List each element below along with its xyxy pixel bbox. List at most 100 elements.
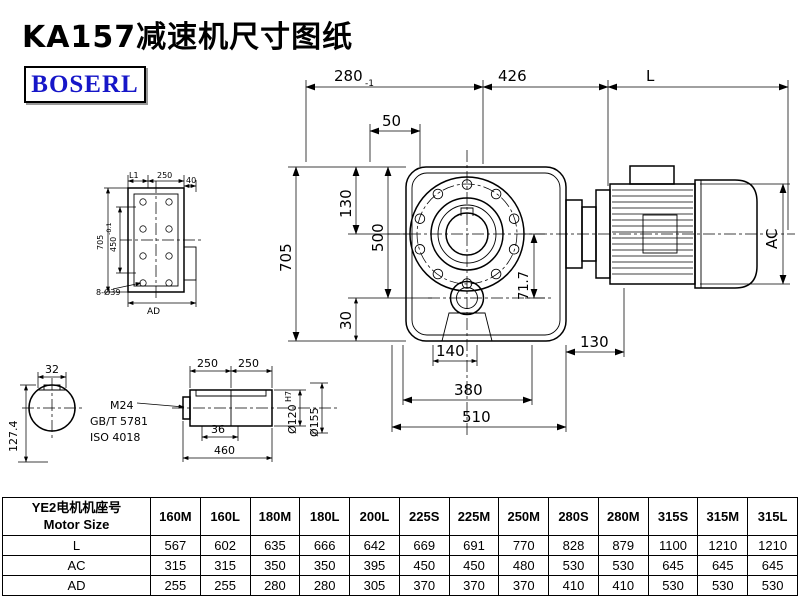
cell-L-200L: 642 bbox=[349, 535, 400, 556]
column-header-225S: 225S bbox=[398, 497, 450, 536]
dim-510-label: 510 bbox=[462, 408, 491, 426]
table-row-AD: AD 255 255 280 280 305 370 370 370 410 4… bbox=[2, 575, 798, 596]
dim-380-label: 380 bbox=[454, 381, 483, 399]
dim-250-flange-label: 250 bbox=[157, 171, 172, 180]
page-title: KA157减速机尺寸图纸 bbox=[22, 20, 354, 55]
column-header-180L: 180L bbox=[299, 497, 351, 536]
table-row-L: L 567 602 635 666 642 669 691 770 828 87… bbox=[2, 535, 798, 556]
cell-AC-250M: 480 bbox=[498, 555, 550, 576]
column-header-280M: 280M bbox=[597, 497, 649, 536]
cell-L-280M: 879 bbox=[597, 535, 649, 556]
flange-side-view: L1 250 40 705 450 -0.1 8-Ø39 AD bbox=[96, 171, 203, 317]
dim-AD-label: AD bbox=[147, 307, 160, 317]
cell-AC-180L: 350 bbox=[299, 555, 351, 576]
standard-gb-label: GB/T 5781 bbox=[90, 415, 148, 428]
cell-L-160L: 602 bbox=[199, 535, 251, 556]
shaft-end-view: 32 127.4 bbox=[7, 363, 82, 463]
dim-holes-label: 8-Ø39 bbox=[96, 287, 120, 297]
cell-AD-225M: 370 bbox=[448, 575, 500, 596]
brand-logo-text: BOSERL bbox=[31, 70, 139, 98]
cell-L-315S: 1100 bbox=[647, 535, 699, 556]
dim-500-label: 500 bbox=[369, 223, 387, 252]
dim-250-a-label: 250 bbox=[197, 357, 218, 370]
column-header-200L: 200L bbox=[349, 497, 400, 536]
cell-AC-315M: 645 bbox=[697, 555, 749, 576]
centerlines bbox=[388, 150, 795, 437]
dim-AC-label: AC bbox=[763, 229, 781, 249]
cell-L-225M: 691 bbox=[448, 535, 500, 556]
column-header-180M: 180M bbox=[249, 497, 301, 536]
dim-d155-label: Ø155 bbox=[308, 407, 321, 437]
cell-AD-280S: 410 bbox=[548, 575, 599, 596]
table-header-row: YE2电机机座号 Motor Size 160M 160L 180M 180L … bbox=[2, 497, 798, 536]
cell-AC-200L: 395 bbox=[349, 555, 400, 576]
cell-L-315L: 1210 bbox=[747, 535, 798, 556]
column-header-160M: 160M bbox=[150, 497, 201, 536]
motor-size-header-en: Motor Size bbox=[43, 516, 110, 532]
cell-AD-180L: 280 bbox=[299, 575, 351, 596]
dim-36-label: 36 bbox=[211, 423, 225, 436]
dim-130-right-label: 130 bbox=[580, 333, 609, 351]
cell-AD-160M: 255 bbox=[150, 575, 201, 596]
cell-L-280S: 828 bbox=[548, 535, 599, 556]
cell-AC-180M: 350 bbox=[249, 555, 301, 576]
cell-AC-280M: 530 bbox=[597, 555, 649, 576]
main-view: 280 -1 426 L 50 705 130 500 30 71.7 140 … bbox=[277, 67, 795, 437]
cell-AD-315L: 530 bbox=[747, 575, 798, 596]
cell-AC-160M: 315 bbox=[150, 555, 201, 576]
dim-d120-fit-label: H7 bbox=[284, 391, 293, 402]
cell-L-250M: 770 bbox=[498, 535, 550, 556]
dim-130-left-label: 130 bbox=[337, 189, 355, 218]
cell-AD-280M: 410 bbox=[597, 575, 649, 596]
motor-dimension-table: YE2电机机座号 Motor Size 160M 160L 180M 180L … bbox=[2, 497, 798, 596]
mounting-holes bbox=[139, 198, 173, 287]
cell-L-160M: 567 bbox=[150, 535, 201, 556]
cell-AD-225S: 370 bbox=[398, 575, 450, 596]
dim-450-label: 450 bbox=[109, 237, 118, 252]
column-header-280S: 280S bbox=[548, 497, 599, 536]
column-header-250M: 250M bbox=[498, 497, 550, 536]
table-row-AC: AC 315 315 350 350 395 450 450 480 530 5… bbox=[2, 555, 798, 576]
dim-127-4-label: 127.4 bbox=[7, 421, 20, 453]
dim-280-label: 280 bbox=[334, 67, 363, 85]
column-header-315L: 315L bbox=[747, 497, 798, 536]
brand-logo-box: BOSERL bbox=[24, 66, 146, 103]
column-header-160L: 160L bbox=[199, 497, 251, 536]
cell-L-315M: 1210 bbox=[697, 535, 749, 556]
fan-cowl bbox=[694, 179, 758, 289]
column-header-315M: 315M bbox=[697, 497, 749, 536]
dim-32-label: 32 bbox=[45, 363, 59, 376]
motor-cooling-fins bbox=[612, 189, 693, 275]
dim-L-label: L bbox=[646, 67, 655, 85]
column-header-225M: 225M bbox=[448, 497, 500, 536]
dim-30-label: 30 bbox=[337, 311, 355, 330]
cell-AC-280S: 530 bbox=[548, 555, 599, 576]
row-label-L: L bbox=[2, 535, 151, 556]
dim-705-flange-label: 705 bbox=[96, 235, 105, 250]
cell-L-180M: 635 bbox=[249, 535, 301, 556]
dim-d120-label: Ø120 bbox=[286, 404, 299, 434]
cell-AC-225M: 450 bbox=[448, 555, 500, 576]
dim-460-label: 460 bbox=[214, 444, 235, 457]
cell-AD-315M: 530 bbox=[697, 575, 749, 596]
dim-50-label: 50 bbox=[382, 112, 401, 130]
cell-AC-315L: 645 bbox=[747, 555, 798, 576]
cell-AD-200L: 305 bbox=[349, 575, 400, 596]
motor-size-header: YE2电机机座号 Motor Size bbox=[2, 497, 151, 536]
cell-AC-225S: 450 bbox=[398, 555, 450, 576]
dim-71-7-label: 71.7 bbox=[517, 271, 532, 300]
technical-drawing: 280 -1 426 L 50 705 130 500 30 71.7 140 … bbox=[7, 67, 795, 463]
dimensions-main: 280 -1 426 L 50 705 130 500 30 71.7 140 … bbox=[277, 67, 790, 432]
dim-L1-label: L1 bbox=[129, 171, 139, 180]
cell-L-180L: 666 bbox=[299, 535, 351, 556]
cell-AD-315S: 530 bbox=[647, 575, 699, 596]
row-label-AC: AC bbox=[2, 555, 151, 576]
row-label-AD: AD bbox=[2, 575, 151, 596]
thread-label: M24 bbox=[110, 399, 134, 412]
dim-280-tol-label: -1 bbox=[365, 79, 374, 89]
gearbox-housing bbox=[405, 166, 567, 342]
shaft-detail-view: 250 250 M24 GB/T 5781 ISO 4018 36 460 Ø1… bbox=[90, 357, 338, 462]
dim-705-label: 705 bbox=[277, 243, 295, 272]
column-header-315S: 315S bbox=[647, 497, 699, 536]
cell-AD-160L: 255 bbox=[199, 575, 251, 596]
